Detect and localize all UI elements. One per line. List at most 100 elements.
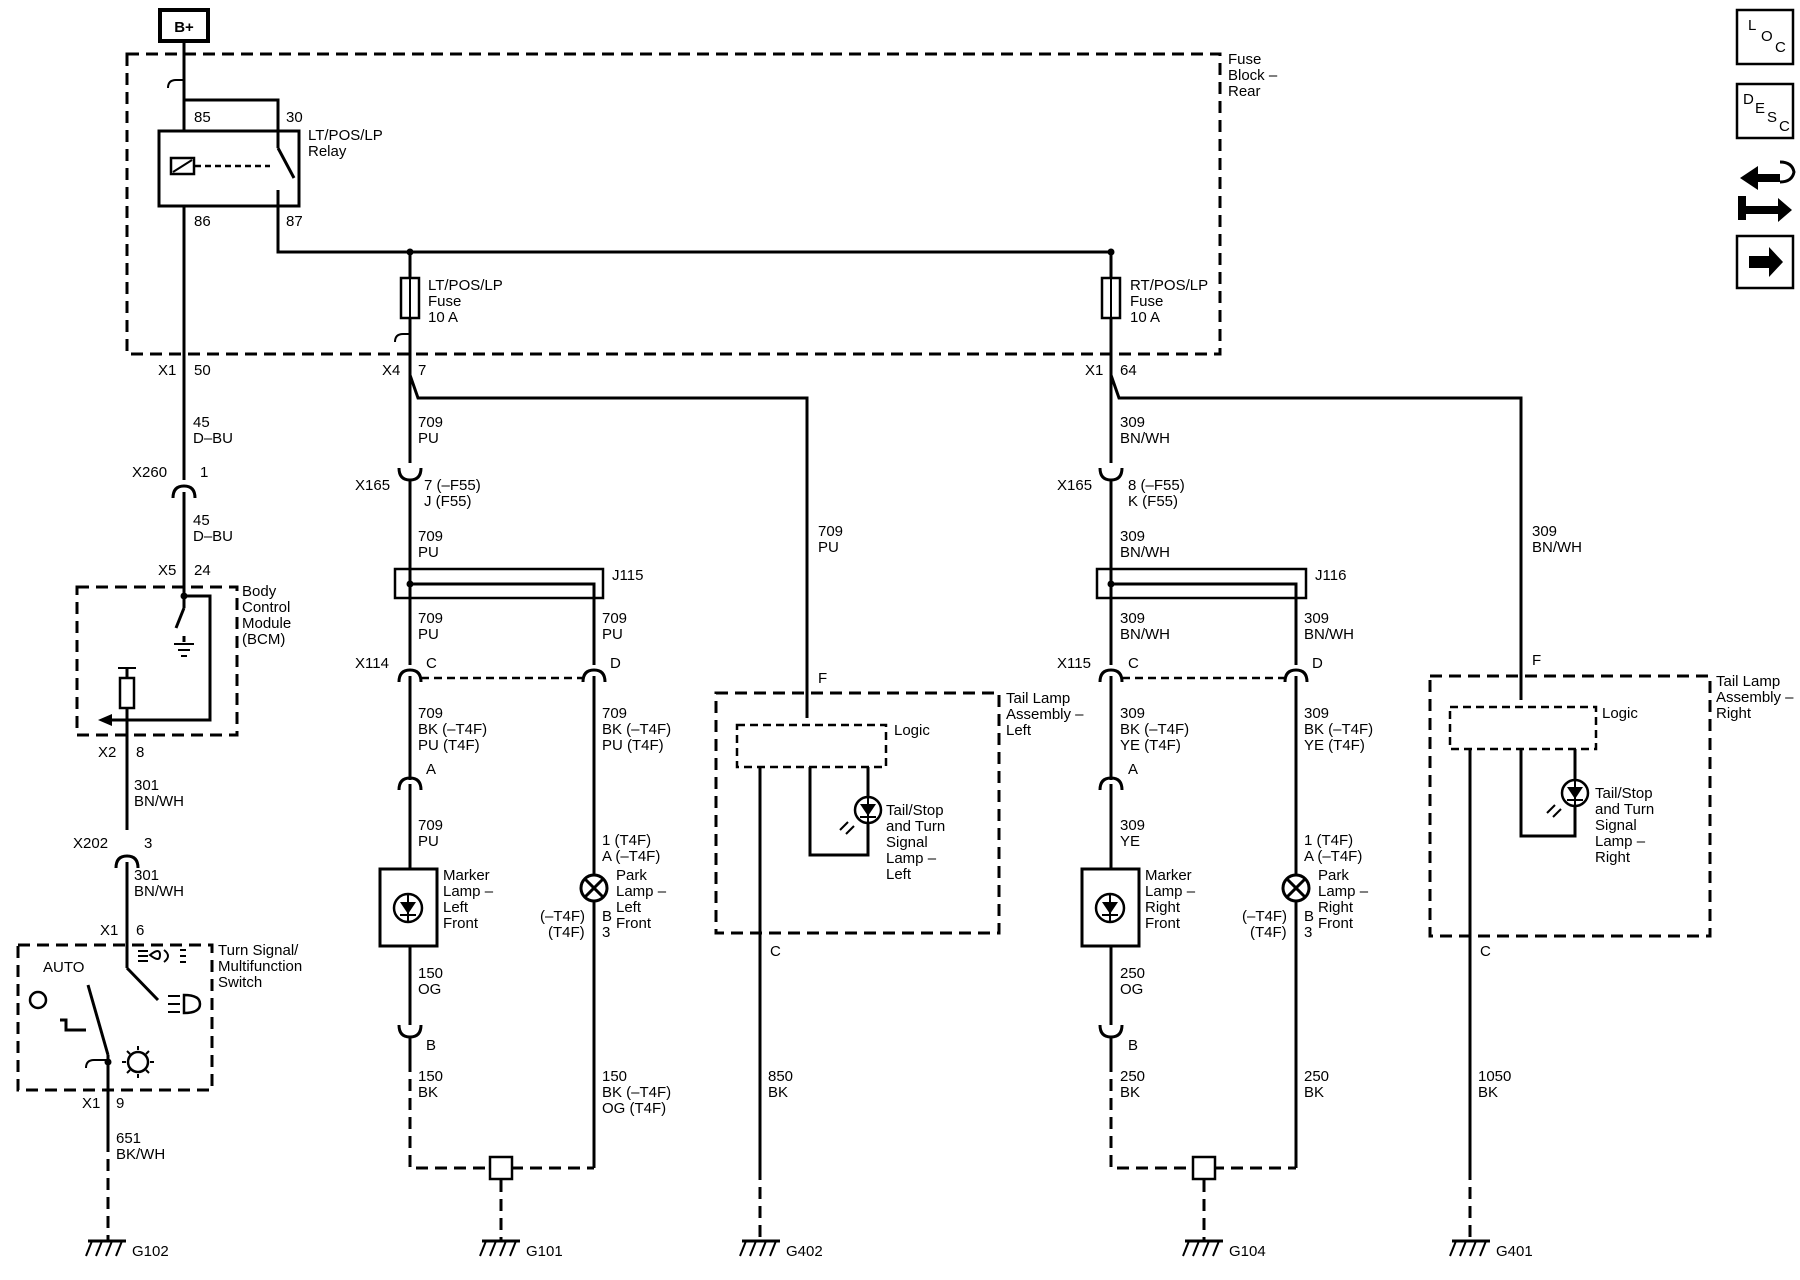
svg-text:C: C <box>1779 118 1790 135</box>
svg-text:7: 7 <box>418 362 426 379</box>
svg-text:D: D <box>1312 655 1323 672</box>
svg-text:Logic: Logic <box>894 722 930 739</box>
svg-text:X1: X1 <box>100 922 118 939</box>
battery-source: B+ <box>158 8 210 43</box>
tail-lamp-assembly-left <box>714 691 1001 935</box>
svg-text:S: S <box>1767 109 1777 126</box>
tail-lamp-assembly-right <box>1428 674 1712 938</box>
svg-text:D: D <box>1743 91 1754 108</box>
svg-text:1 (T4F)A (–T4F): 1 (T4F)A (–T4F) <box>1304 832 1362 865</box>
svg-text:30: 30 <box>286 109 303 126</box>
svg-text:6: 6 <box>136 922 144 939</box>
desc-nav-button[interactable]: D E S C <box>1735 82 1795 140</box>
svg-text:B3: B3 <box>1304 908 1314 941</box>
svg-text:X165: X165 <box>355 477 390 494</box>
x114-connector-d <box>581 668 607 683</box>
pin-a-left-connector <box>397 776 423 791</box>
svg-text:1 (T4F)A (–T4F): 1 (T4F)A (–T4F) <box>602 832 660 865</box>
ground-g402-icon <box>739 1239 780 1257</box>
svg-text:C: C <box>1775 39 1786 56</box>
loc-nav-button[interactable]: L O C <box>1735 8 1795 66</box>
tail-right-logic <box>1448 705 1598 751</box>
svg-text:D: D <box>610 655 621 672</box>
x260-connector <box>171 484 197 499</box>
svg-text:O: O <box>1761 28 1773 45</box>
svg-text:X260: X260 <box>132 464 167 481</box>
svg-text:8 (–F55)K (F55): 8 (–F55)K (F55) <box>1128 477 1185 510</box>
svg-text:X1: X1 <box>1085 362 1103 379</box>
svg-text:C: C <box>426 655 437 672</box>
svg-text:X5: X5 <box>158 562 176 579</box>
svg-text:8: 8 <box>136 744 144 761</box>
ground-g101-icon <box>479 1239 520 1257</box>
tail-stop-turn-lamp-left-icon <box>839 795 883 835</box>
bcm-resistor <box>118 676 136 710</box>
headlamp-high-icon <box>168 993 202 1015</box>
svg-text:3: 3 <box>144 835 152 852</box>
svg-text:E: E <box>1755 100 1765 117</box>
svg-text:C: C <box>1480 943 1491 960</box>
svg-text:J115: J115 <box>612 567 643 584</box>
x165-right-connector <box>1098 467 1124 482</box>
ground-splice-g104 <box>1191 1155 1217 1181</box>
svg-text:L: L <box>1748 17 1756 34</box>
marker-lamp-right-front <box>1080 867 1141 948</box>
ground-g102-icon <box>85 1239 126 1257</box>
svg-text:B3: B3 <box>602 908 612 941</box>
svg-text:85: 85 <box>194 109 211 126</box>
arrow-right-icon <box>1749 247 1783 277</box>
pin-b-right-connector <box>1098 1024 1124 1039</box>
next-page-button[interactable] <box>1735 234 1795 290</box>
svg-text:7 (–F55)J (F55): 7 (–F55)J (F55) <box>424 477 481 510</box>
marker-lamp-left-front <box>378 867 439 948</box>
svg-text:G401: G401 <box>1496 1243 1533 1260</box>
x202-connector <box>114 854 140 869</box>
svg-text:X114: X114 <box>355 655 389 672</box>
connector-view-icon[interactable] <box>1738 160 1796 222</box>
svg-text:X2: X2 <box>98 744 116 761</box>
fuse-block-rear <box>125 52 1222 356</box>
svg-text:B: B <box>1128 1037 1138 1054</box>
svg-text:X202: X202 <box>73 835 108 852</box>
svg-text:J116: J116 <box>1315 567 1346 584</box>
svg-text:C: C <box>770 943 781 960</box>
svg-text:G101: G101 <box>526 1243 563 1260</box>
svg-text:1: 1 <box>200 464 208 481</box>
svg-text:X165: X165 <box>1057 477 1092 494</box>
svg-text:64: 64 <box>1120 362 1137 379</box>
x114-connector-c <box>397 668 423 683</box>
ground-splice-g101 <box>488 1155 514 1181</box>
svg-text:G402: G402 <box>786 1243 823 1260</box>
svg-text:B+: B+ <box>174 19 194 36</box>
pin-a-right-connector <box>1098 776 1124 791</box>
turn-signal-multifunction-switch <box>16 943 214 1092</box>
